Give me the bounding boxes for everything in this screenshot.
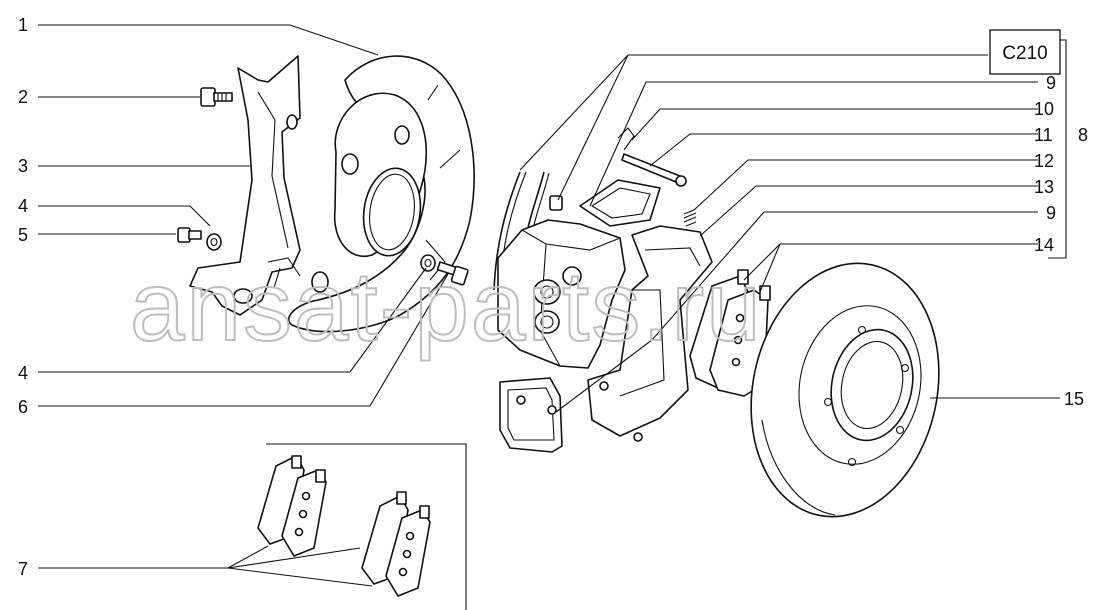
section-code: C210: [1002, 43, 1047, 64]
callout-12: 12: [1034, 151, 1054, 171]
callout-8: 8: [1078, 125, 1088, 145]
caliper-carrier-part: [587, 225, 713, 442]
callout-9-lower: 9: [1046, 203, 1056, 223]
inset-pad-set-right: [361, 491, 431, 597]
mounting-bracket-part: [189, 55, 329, 316]
caliper-housing-part: [497, 219, 626, 369]
callout-9: 9: [1046, 73, 1056, 93]
brake-disc-part: [750, 262, 940, 518]
inset-frame: [266, 443, 467, 610]
watermark: ansat-parts.ru: [130, 251, 763, 361]
callout-10: 10: [1034, 99, 1054, 119]
section-code-box: C210: [989, 29, 1061, 75]
callout-6: 6: [18, 397, 28, 417]
callout-2: 2: [18, 87, 28, 107]
callout-4: 4: [18, 196, 28, 216]
spring-part: [683, 209, 697, 227]
callout-5: 5: [18, 225, 28, 245]
callout-14: 14: [1034, 235, 1054, 255]
callout-11: 11: [1034, 125, 1053, 145]
caliper-gasket-part: [499, 377, 563, 453]
guide-pin-part: [621, 153, 687, 187]
callout-3: 3: [18, 156, 28, 176]
lower-bolt-and-washer-part: [420, 254, 469, 286]
callout-7: 7: [18, 559, 28, 579]
callout-4-lower: 4: [18, 363, 28, 383]
callout-numbers: 1 2 3 4 5 4 6 7 9 10 11 12 13 9 14 8 15: [18, 15, 1088, 579]
inset-pad-set-left: [257, 455, 327, 557]
bolt-part: [200, 87, 233, 107]
screw-and-washer-part: [177, 227, 222, 251]
callout-1: 1: [18, 15, 28, 35]
brake-pads-part: [689, 269, 771, 397]
anti-rattle-plate-part: [579, 179, 661, 227]
callout-15: 15: [1064, 389, 1084, 409]
callout-13: 13: [1034, 177, 1054, 197]
